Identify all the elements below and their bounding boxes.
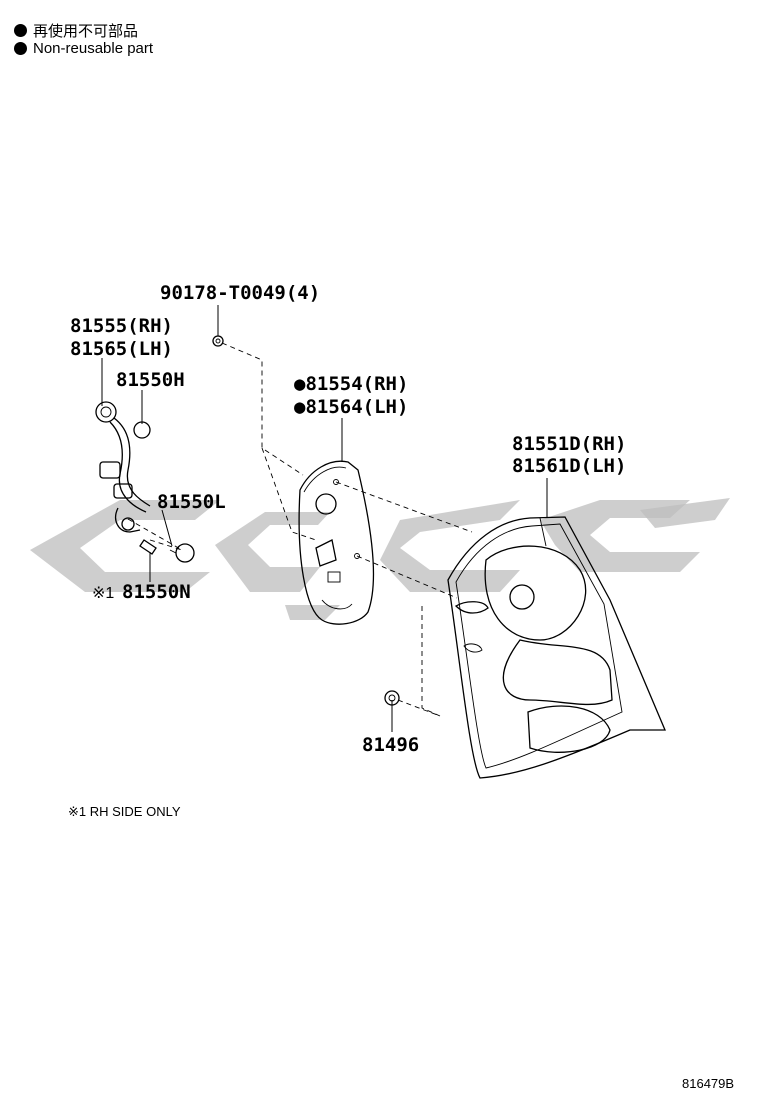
figure-id: 816479B [682,1076,734,1091]
legend-japanese: 再使用不可部品 [14,20,138,41]
label-nut: 81496 [362,734,419,756]
label-screw: 90178-T0049(4) [160,282,320,304]
label-bulb-h: 81550H [116,369,185,391]
bulb-n-part [139,539,157,555]
label-socket-wire-lh: 81565(LH) [70,338,173,360]
note-rh-side-only: ※1 RH SIDE ONLY [68,804,181,819]
bulb-l-part [169,543,195,563]
label-bulb-l: 81550L [157,491,226,513]
label-lamp-rh: 81551D(RH) [512,433,626,455]
nut-part [384,690,400,706]
socket-wire-part [95,401,151,533]
label-gasket-rh: ●81554(RH) [294,373,408,395]
gasket-part [298,460,375,625]
label-socket-wire-rh: 81555(RH) [70,315,173,337]
screw-part [212,335,224,347]
label-bulb-n: 81550N [122,581,191,603]
lamp-assembly-part [447,516,666,779]
legend-japanese-text: 再使用不可部品 [33,23,139,40]
label-gasket-lh: ●81564(LH) [294,396,408,418]
bullet-icon [14,42,27,55]
bulb-h-part [133,421,151,439]
watermark-logo [30,498,730,620]
label-bulb-n-mark: ※1 [92,585,114,602]
legend-english-text: Non-reusable part [33,40,154,57]
label-lamp-lh: 81561D(LH) [512,455,626,477]
bullet-icon [14,24,27,37]
legend-english: Non-reusable part [14,40,153,57]
